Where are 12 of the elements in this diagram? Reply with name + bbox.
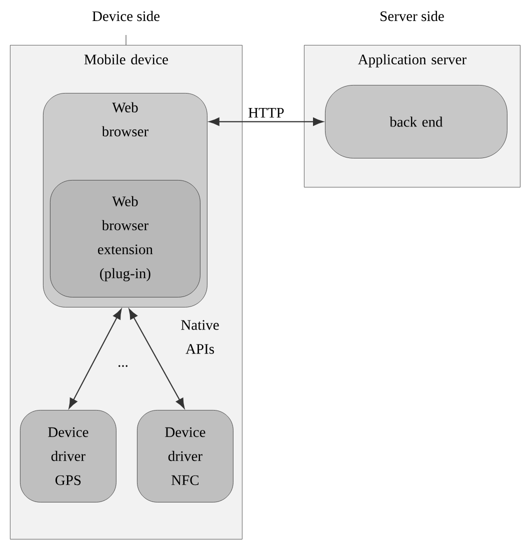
arrow (209, 118, 324, 126)
text-label: Device side (92, 10, 160, 22)
rounded-box: Device driver NFC (137, 410, 234, 502)
edge-label: HTTP (248, 108, 284, 118)
arrow (128, 308, 185, 409)
rounded-box: Device driver GPS (20, 410, 116, 502)
text-label: Native APIs (181, 320, 219, 354)
rounded-box: Web browser extension (plug-in) (50, 180, 200, 298)
text-label: Server side (380, 10, 444, 22)
rounded-box: back end (325, 85, 508, 158)
arrow (68, 308, 122, 409)
text-label: ... (118, 365, 128, 367)
